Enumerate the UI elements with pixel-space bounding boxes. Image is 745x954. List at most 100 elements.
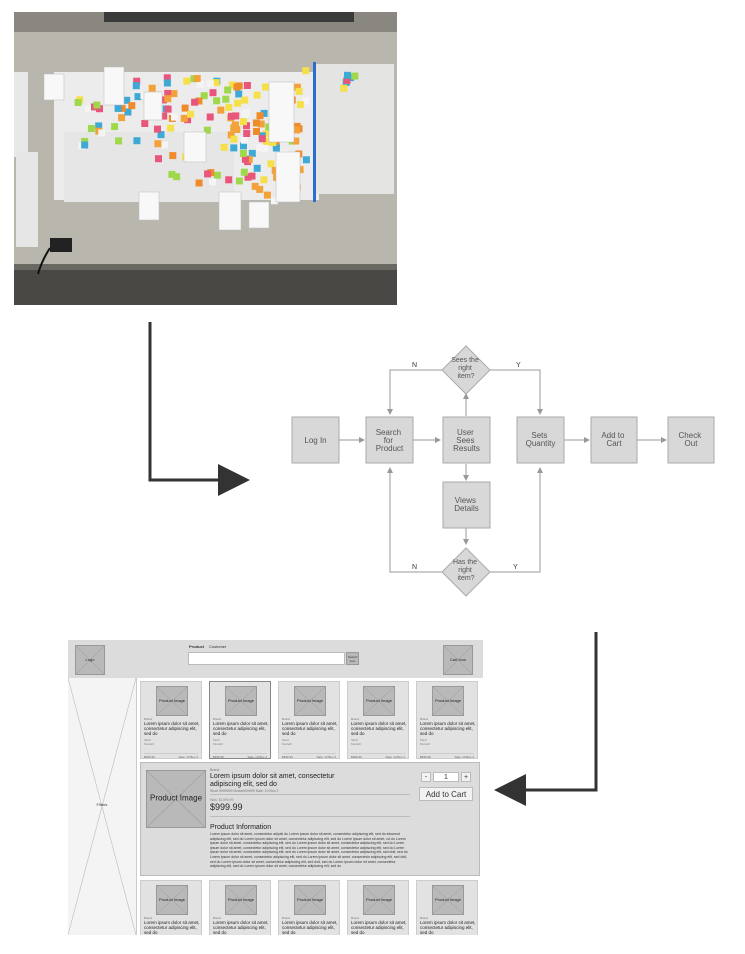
- filters-label: Filters: [96, 802, 108, 807]
- sticky-note: [252, 119, 260, 127]
- card-brand: Brand: [144, 717, 153, 721]
- photo-image: [14, 12, 397, 305]
- sticky-note: [84, 105, 92, 113]
- cart-icon-label: Cart Icon: [449, 656, 467, 662]
- detail-title: Lorem ipsum dolor sit amet, consectetur …: [210, 773, 335, 788]
- sticky-note: [180, 114, 188, 122]
- sticky-note: [204, 170, 212, 178]
- sticky-note: [163, 79, 171, 87]
- sticky-note: [154, 140, 162, 148]
- card-price: $999.99: [213, 755, 224, 759]
- card-model: Model#: [282, 742, 292, 746]
- flow-label-bottom-no: N: [412, 564, 417, 571]
- paper-sheet: [248, 201, 270, 229]
- paper-sheet: [218, 191, 242, 231]
- sticky-note: [164, 95, 172, 103]
- sticky-note: [293, 126, 300, 134]
- search-input[interactable]: [188, 652, 345, 665]
- filters-sidebar[interactable]: Filters: [68, 678, 137, 935]
- wireframe-header: Logo Product Customer Search Icon Cart I…: [68, 640, 483, 678]
- sticky-note: [251, 182, 259, 190]
- sticky-note: [256, 185, 264, 193]
- product-detail-panel: Product Image Brand Lorem ipsum dolor si…: [140, 762, 480, 876]
- flow-details-text: Views Details: [454, 496, 478, 513]
- arrow-flowchart-to-wireframe: [520, 632, 598, 792]
- tab-customer[interactable]: Customer: [209, 644, 227, 649]
- card-image-label: Product Image: [434, 896, 461, 902]
- arrowhead-right: [218, 464, 250, 496]
- search-icon[interactable]: Search Icon: [346, 652, 359, 665]
- detail-info-body: Lorem ipsum dolor sit amet, consectetur …: [210, 832, 408, 869]
- sticky-note: [302, 97, 310, 105]
- sticky-note: [241, 155, 249, 163]
- sticky-note: [206, 113, 214, 121]
- sticky-note: [344, 71, 351, 79]
- sticky-note: [164, 105, 172, 113]
- qty-plus-button[interactable]: +: [461, 772, 471, 782]
- sticky-note: [132, 82, 140, 90]
- sticky-note: [235, 177, 243, 185]
- sticky-note: [163, 74, 171, 82]
- sticky-note: [272, 144, 280, 152]
- flow-label-top-yes: Y: [516, 362, 521, 369]
- sticky-note: [206, 80, 214, 88]
- flow-login-text: Log In: [304, 436, 326, 445]
- qty-input[interactable]: 1: [433, 772, 459, 782]
- paper-sheet: [138, 191, 160, 221]
- sticky-note: [241, 96, 249, 104]
- paper-sheet: [183, 131, 207, 163]
- card-brand: Brand: [351, 717, 360, 721]
- sticky-note: [263, 191, 271, 199]
- logo-label: Logo: [85, 656, 95, 662]
- card-brand: Brand: [351, 916, 360, 920]
- sticky-note: [123, 96, 131, 104]
- sticky-note: [243, 82, 251, 89]
- sticky-note: [212, 79, 220, 87]
- card-brand: Brand: [420, 916, 429, 920]
- card-image-label: Product Image: [158, 697, 185, 703]
- sticky-note: [292, 137, 300, 145]
- detail-image-label: Product Image: [149, 793, 203, 803]
- sticky-note: [87, 125, 95, 132]
- card-title: Lorem ipsum dolor sit amet, consectetur …: [420, 721, 476, 736]
- sticky-note: [296, 101, 304, 109]
- flow-decision-top-text: Sees the right item?: [451, 357, 481, 380]
- cart-icon[interactable]: Cart Icon: [443, 645, 473, 675]
- flow-node-checkout: [667, 416, 715, 464]
- sticky-note: [154, 125, 161, 133]
- card-sku-model: Sku#Model#: [144, 738, 154, 746]
- card-sale: Sale: 10 Box 2: [385, 755, 405, 759]
- tab-product[interactable]: Product: [189, 644, 205, 649]
- sticky-note: [81, 141, 89, 149]
- sticky-note: [148, 84, 156, 92]
- card-product-image: Product Image: [432, 885, 464, 915]
- card-brand: Brand: [144, 916, 153, 920]
- card-image-label: Product Image: [227, 896, 254, 902]
- sticky-note: [234, 99, 242, 107]
- sticky-note: [213, 171, 221, 179]
- qty-minus-button[interactable]: -: [421, 772, 431, 782]
- card-title: Lorem ipsum dolor sit amet, consectetur …: [282, 721, 338, 736]
- card-title: Lorem ipsum dolor sit amet, consectetur …: [420, 920, 476, 935]
- card-model: Model#: [144, 742, 154, 746]
- add-to-cart-button[interactable]: Add to Cart: [419, 787, 473, 801]
- card-image-label: Product Image: [365, 896, 392, 902]
- sticky-note: [293, 83, 301, 91]
- logo-placeholder[interactable]: Logo: [75, 645, 105, 675]
- sticky-note: [118, 114, 126, 122]
- sticky-note: [164, 89, 172, 97]
- card-product-image: Product Image: [225, 686, 257, 716]
- sticky-note: [227, 131, 235, 139]
